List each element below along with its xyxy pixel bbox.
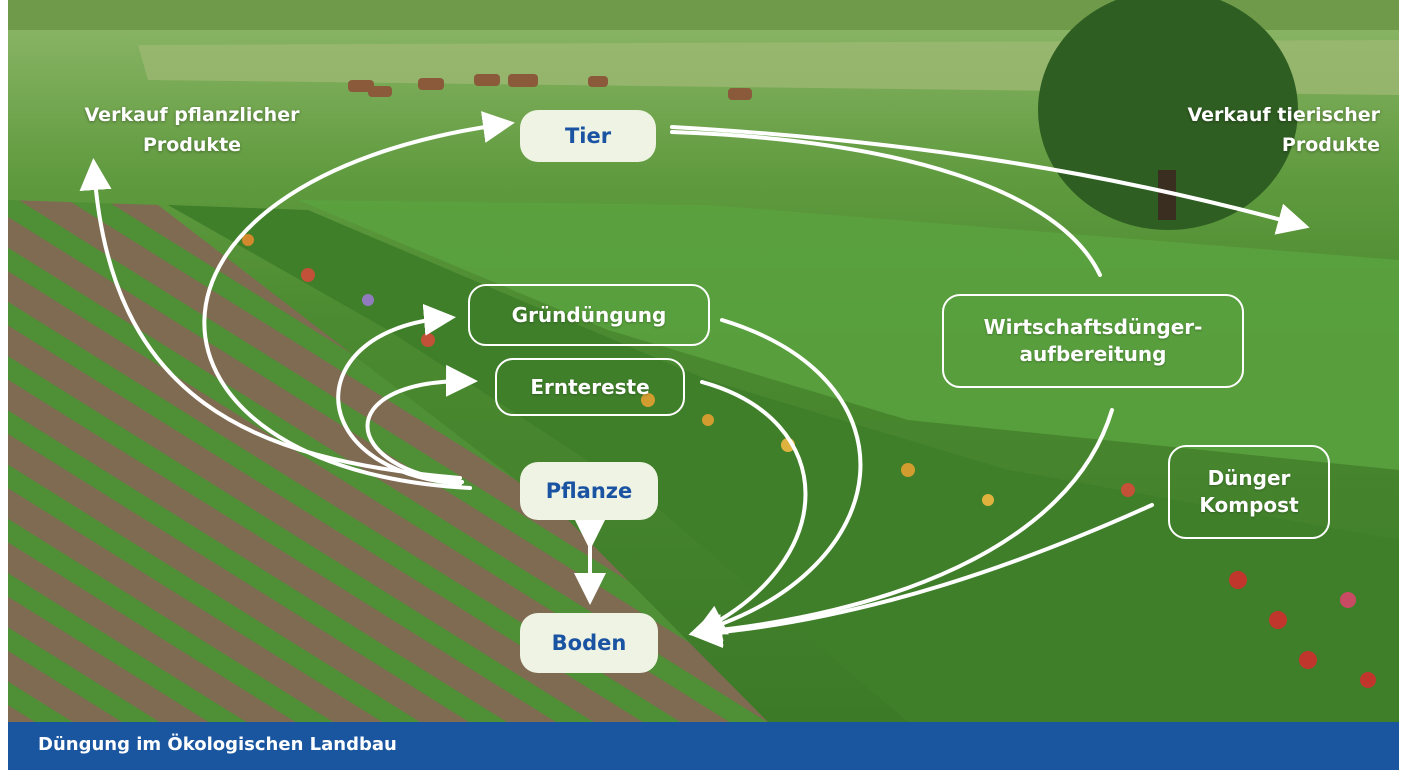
arrow-duenger-to-boden (690, 503, 1154, 649)
arrow-pflanze-to-verkauf (79, 158, 462, 480)
arrow-tier-to-wirtschaftsduenger (670, 130, 1102, 277)
node-pflanze-label: Pflanze (545, 478, 633, 503)
node-line: Kompost (1199, 493, 1299, 517)
arrow-tier-to-verkauf (670, 125, 1310, 235)
node-tier: Tier (520, 110, 656, 162)
node-line: Dünger (1207, 466, 1291, 490)
node-erntereste-label: Erntereste (530, 374, 650, 399)
label-line: Produkte (1281, 134, 1380, 157)
node-tier-label: Tier (564, 123, 612, 148)
arrow-gruenduengung-to-boden (688, 318, 863, 641)
label-verkauf-tierischer-produkte: Verkauf tierischer Produkte (1120, 100, 1380, 161)
cycle-arrows (79, 111, 1310, 649)
node-boden-label: Boden (551, 630, 627, 655)
caption-bar (8, 722, 1399, 770)
label-line: Produkte (142, 134, 242, 157)
node-erntereste: Erntereste (495, 358, 685, 416)
node-line: aufbereitung (1019, 342, 1167, 366)
node-line: Wirtschaftsdünger- (983, 315, 1203, 339)
node-duenger-kompost: Dünger Kompost (1168, 445, 1330, 539)
figure-caption: Düngung im Ökologischen Landbau (38, 734, 397, 755)
label-line: Verkauf pflanzlicher (84, 104, 300, 126)
node-gruenduengung: Gründüngung (468, 284, 710, 346)
arrow-pflanze-to-gruenduengung (336, 303, 462, 486)
arrow-wirtschaftsduenger-to-boden (690, 408, 1114, 646)
node-boden: Boden (520, 613, 658, 673)
arrow-pflanze-to-erntereste (365, 364, 478, 484)
label-verkauf-pflanzlicher-produkte: Verkauf pflanzlicher Produkte (52, 100, 332, 161)
arrow-erntereste-to-boden (693, 380, 808, 635)
node-pflanze: Pflanze (520, 462, 658, 520)
label-line: Verkauf tierischer (1187, 104, 1380, 126)
node-gruenduengung-label: Gründüngung (511, 302, 667, 327)
node-wirtschaftsduengeraufbereitung: Wirtschaftsdünger- aufbereitung (942, 294, 1244, 388)
arrow-pflanze-to-tier (202, 111, 515, 490)
farm-field-photo (8, 0, 1399, 722)
